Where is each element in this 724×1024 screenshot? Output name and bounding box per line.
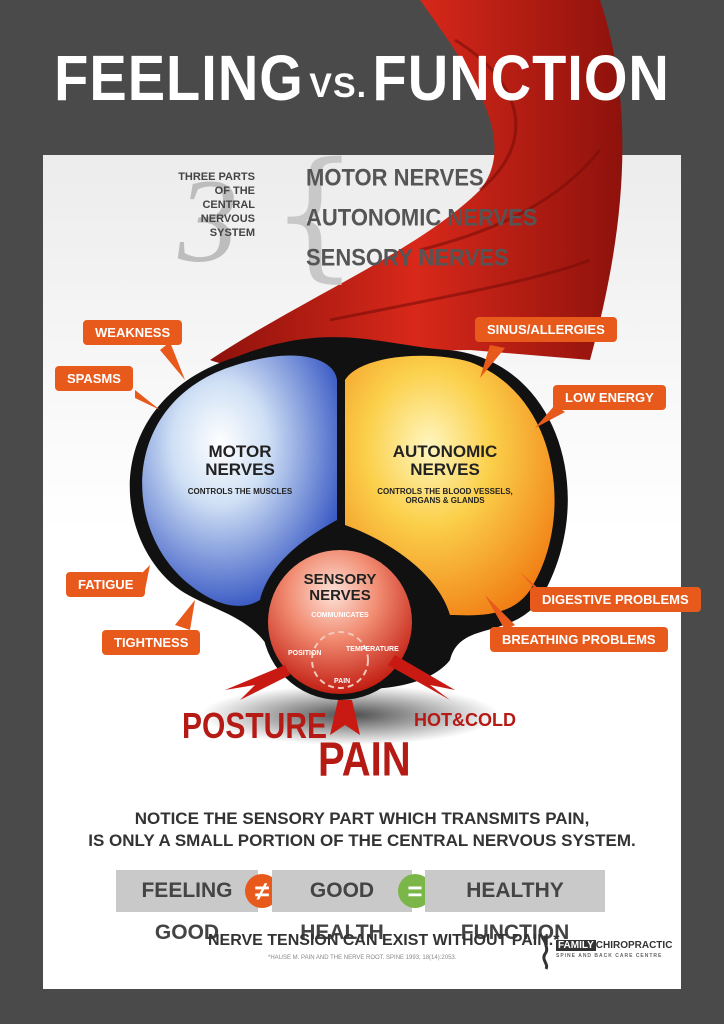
hotcold-arrow-icon bbox=[388, 655, 455, 700]
sensory-desc: COMMUNICATES bbox=[311, 612, 369, 619]
tag-weakness: WEAKNESS bbox=[83, 320, 183, 345]
sensory-position-label: POSITION bbox=[288, 650, 322, 657]
caption-line: THREE PARTS bbox=[178, 171, 255, 183]
footer-statement: NERVE TENSION CAN EXIST WITHOUT PAIN.* bbox=[208, 932, 560, 949]
nerve-item-autonomic: AUTONOMIC NERVES bbox=[306, 203, 538, 232]
curly-brace-icon: { bbox=[270, 133, 360, 296]
number-three: 3 bbox=[178, 154, 238, 287]
brand-family: FAMILY bbox=[556, 940, 596, 951]
motor-lobe bbox=[142, 355, 337, 606]
autonomic-desc: ORGANS & GLANDS bbox=[405, 496, 485, 505]
brand-chiropractic: CHIROPRACTIC bbox=[595, 940, 673, 951]
motor-title: NERVES bbox=[205, 460, 275, 479]
output-posture: POSTURE bbox=[182, 706, 328, 747]
motor-desc: CONTROLS THE MUSCLES bbox=[187, 487, 293, 496]
tag-spasms: SPASMS bbox=[55, 366, 133, 391]
equation-feeling-good: FEELING GOOD bbox=[116, 870, 258, 944]
sensory-lobe bbox=[268, 550, 412, 694]
autonomic-title: NERVES bbox=[410, 460, 480, 479]
notice-line: IS ONLY A SMALL PORTION OF THE CENTRAL N… bbox=[88, 831, 636, 850]
autonomic-desc: CONTROLS THE BLOOD VESSELS, bbox=[377, 487, 513, 496]
autonomic-label: AUTONOMIC NERVES CONTROLS THE BLOOD VESS… bbox=[370, 442, 520, 506]
sensory-title: NERVES bbox=[309, 587, 371, 604]
posture-arrow-icon bbox=[225, 665, 290, 700]
autonomic-lobe bbox=[345, 355, 555, 616]
brand-subtitle: SPINE AND BACK CARE CENTRE bbox=[556, 953, 663, 959]
tag-breathing-problems: BREATHING PROBLEMS bbox=[490, 627, 668, 652]
nerve-list: MOTOR NERVES AUTONOMIC NERVES SENSORY NE… bbox=[306, 163, 538, 285]
motor-label: MOTOR NERVES CONTROLS THE MUSCLES bbox=[175, 442, 305, 497]
footer-citation: *HAUSE M. PAIN AND THE NERVE ROOT. SPINE… bbox=[268, 955, 457, 961]
tag-low-energy: LOW ENERGY bbox=[553, 385, 666, 410]
spine-logo-icon bbox=[540, 934, 552, 970]
caption-line: NERVOUS SYSTEM bbox=[200, 213, 255, 239]
tag-fatigue: FATIGUE bbox=[66, 572, 146, 597]
autonomic-title: AUTONOMIC bbox=[392, 442, 498, 461]
notice-line: NOTICE THE SENSORY PART WHICH TRANSMITS … bbox=[134, 809, 590, 828]
sensory-temperature-label: TEMPERATURE bbox=[346, 646, 399, 653]
pain-arrow-icon bbox=[330, 700, 360, 735]
tag-digestive-problems: DIGESTIVE PROBLEMS bbox=[530, 587, 701, 612]
sensory-label: SENSORY NERVES COMMUNICATES bbox=[280, 571, 400, 620]
tag-sinus-allergies: SINUS/ALLERGIES bbox=[475, 317, 617, 342]
output-pain: PAIN bbox=[318, 733, 411, 787]
nerve-item-sensory: SENSORY NERVES bbox=[306, 243, 509, 272]
title-vs: VS. bbox=[309, 67, 368, 105]
caption-line: OF THE CENTRAL bbox=[202, 185, 255, 211]
sensory-pain-label: PAIN bbox=[334, 678, 351, 685]
sensory-title: SENSORY bbox=[303, 571, 377, 588]
nerve-item-motor: MOTOR NERVES bbox=[306, 163, 484, 192]
notice-text: NOTICE THE SENSORY PART WHICH TRANSMITS … bbox=[0, 808, 724, 852]
three-parts-caption: THREE PARTS OF THE CENTRAL NERVOUS SYSTE… bbox=[175, 170, 255, 240]
equation-good-health: GOOD HEALTH bbox=[272, 870, 412, 944]
output-hotcold: HOT&COLD bbox=[414, 710, 516, 730]
page-title: FEELING VS. FUNCTION bbox=[0, 41, 724, 113]
motor-title: MOTOR bbox=[208, 442, 272, 461]
tag-tightness: TIGHTNESS bbox=[102, 630, 201, 655]
equation-healthy-function: HEALTHY FUNCTION bbox=[425, 870, 605, 944]
cycle-arrows-icon bbox=[311, 631, 369, 689]
title-feeling: FEELING bbox=[54, 41, 304, 114]
title-function: FUNCTION bbox=[372, 41, 670, 114]
